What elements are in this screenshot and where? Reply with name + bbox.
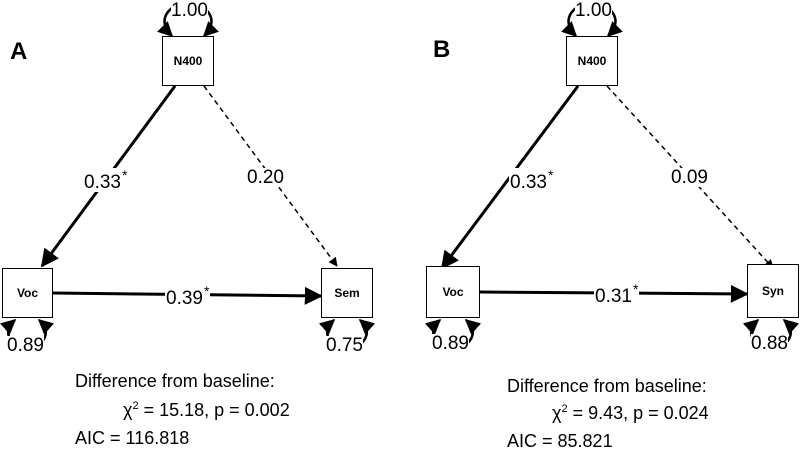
coef-n400-sem: 0.20 [246,168,285,187]
variance-voc: 0.89 [7,335,44,356]
coef-n400-syn: 0.09 [670,168,709,187]
aic-stat: AIC = 116.818 [75,428,190,448]
node-sem: Sem [321,268,373,318]
panel-letter: A [10,38,28,65]
coef-value: 0.33 [84,172,121,193]
chi-superscript: 2 [561,403,568,415]
node-syn: Syn [747,264,799,318]
panel-letter: B [433,36,451,63]
variance-syn: 0.88 [751,333,788,354]
chi-symbol: χ [123,400,133,420]
coef-value: 0.20 [247,167,284,188]
chi-values: = 9.43, p = 0.024 [567,403,709,423]
variance-n400: 1.00 [575,0,612,21]
chi-square-stat: χ2 = 9.43, p = 0.024 [552,403,709,423]
chi-superscript: 2 [132,400,139,412]
diff-label: Difference from baseline: [507,376,707,396]
node-voc: Voc [2,268,53,318]
sig-star: * [121,167,128,183]
coef-value: 0.31 [595,286,632,307]
aic-stat: AIC = 85.821 [507,431,613,451]
coef-n400-voc: 0.33* [83,167,129,193]
coef-voc-sem: 0.39* [165,283,211,309]
path-diagram-a: A N400 Voc Sem 0.33* 0.20 0.39* 1.00 0.8… [0,0,400,450]
chi-square-stat: χ2 = 15.18, p = 0.002 [123,400,290,420]
node-n400: N400 [566,36,618,86]
variance-n400: 1.00 [171,0,208,21]
path-diagram-b: B N400 Voc Syn 0.33* 0.09 0.31* 1.00 0.8… [400,0,800,450]
sig-star: * [203,283,210,299]
diff-label: Difference from baseline: [75,371,275,391]
coef-value: 0.39 [166,288,203,309]
coef-n400-voc: 0.33* [509,167,555,193]
sig-star: * [547,167,554,183]
variance-voc: 0.89 [432,333,469,354]
coef-value: 0.33 [510,172,547,193]
coef-voc-syn: 0.31* [594,281,640,307]
chi-symbol: χ [552,403,562,423]
chi-values: = 15.18, p = 0.002 [138,400,290,420]
node-n400: N400 [162,36,214,86]
coef-value: 0.09 [671,167,708,188]
node-voc: Voc [426,266,480,318]
sig-star: * [632,281,639,297]
variance-sem: 0.75 [326,335,363,356]
